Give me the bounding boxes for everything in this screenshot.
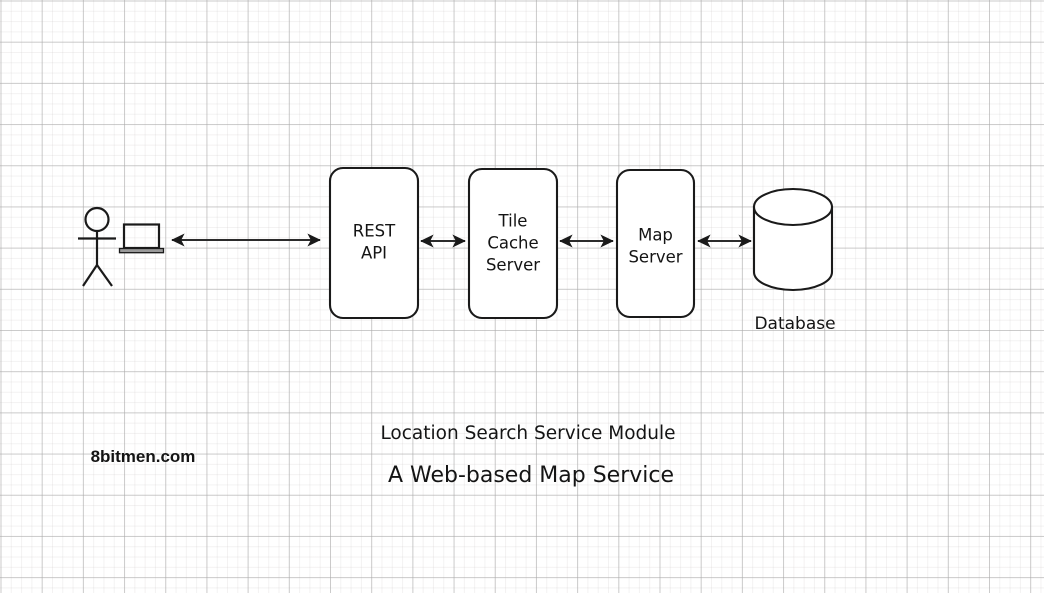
stick-figure-icon bbox=[78, 206, 116, 287]
database-cylinder-icon bbox=[752, 187, 834, 292]
node-tile-cache-label-line2: Cache bbox=[487, 234, 538, 253]
node-database[interactable]: Database bbox=[752, 187, 836, 334]
node-rest-api-label-line2: API bbox=[361, 244, 387, 263]
diagram-subtitle: Location Search Service Module bbox=[380, 423, 675, 444]
node-map-server-label-line2: Server bbox=[628, 248, 682, 267]
user-actor bbox=[78, 206, 165, 287]
node-tile-cache-server[interactable]: Tile Cache Server bbox=[467, 167, 559, 320]
node-tile-cache-label-line1: Tile bbox=[498, 212, 528, 231]
node-rest-api-label-line1: REST bbox=[353, 222, 396, 241]
node-map-server-label-line1: Map bbox=[638, 226, 673, 245]
node-rest-api[interactable]: REST API bbox=[328, 166, 420, 320]
node-tile-cache-label-line3: Server bbox=[486, 256, 540, 275]
laptop-icon bbox=[118, 223, 165, 254]
watermark-label: 8bitmen.com bbox=[91, 447, 196, 466]
node-map-server[interactable]: Map Server bbox=[615, 168, 696, 319]
node-database-label: Database bbox=[754, 314, 835, 334]
diagram-title: A Web-based Map Service bbox=[388, 463, 674, 488]
